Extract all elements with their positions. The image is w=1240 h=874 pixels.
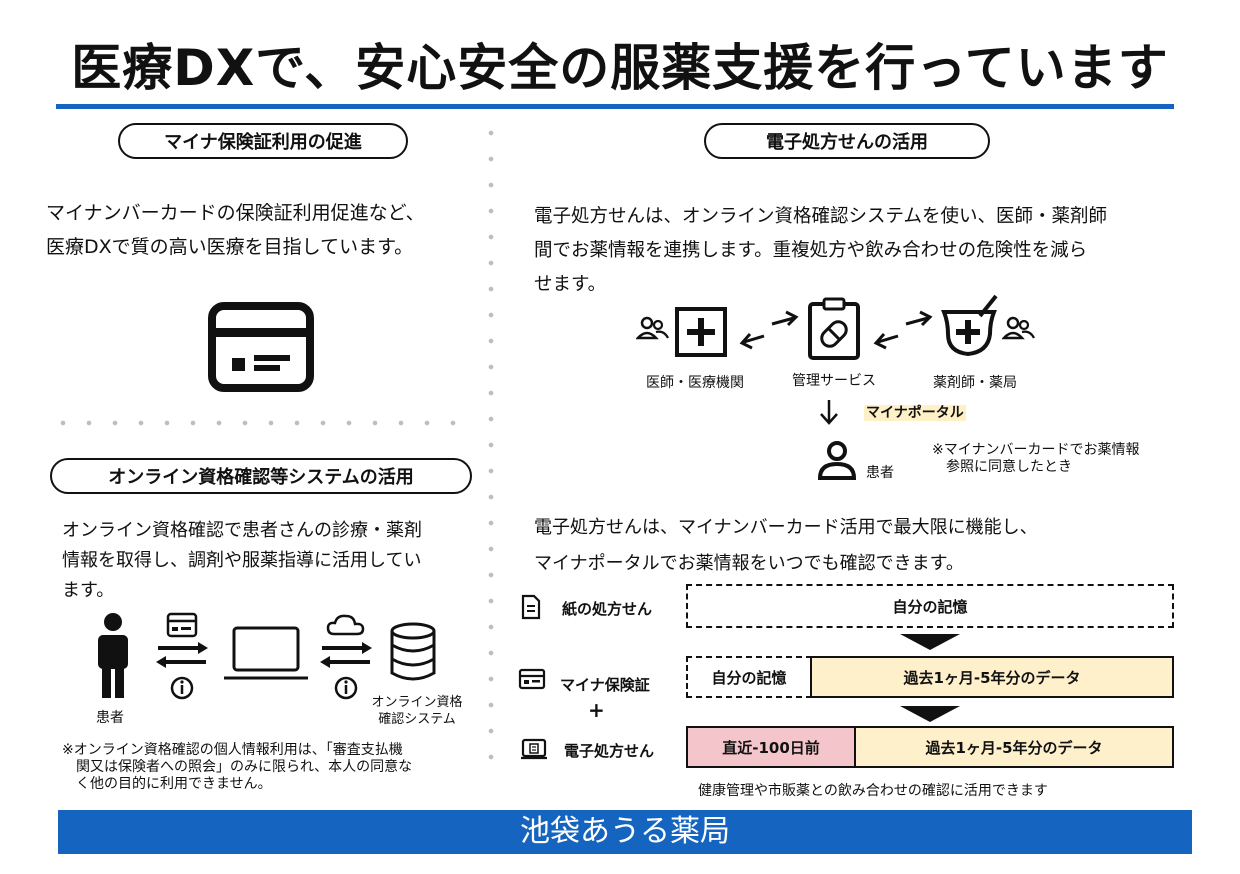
eprescription-intro: 電子処方せんは、オンライン資格確認システムを使い、医師・薬剤師 間でお薬情報を連…	[534, 206, 1107, 295]
medical-cross-icon	[674, 306, 728, 358]
eprescription-label: 電子処方せん	[564, 742, 655, 760]
mynacard-label: マイナ保険証	[560, 676, 650, 694]
patient-label-right: 患者	[866, 465, 894, 481]
horizontal-divider	[50, 420, 470, 426]
card-exchange-icon	[154, 612, 210, 704]
memory-box-paper: 自分の記憶	[686, 584, 1174, 628]
system-label: オンライン資格 確認システム	[371, 695, 463, 727]
section-text-online-qualification: オンライン資格確認で患者さんの診療・薬剤 情報を取得し、調剤や服薬指導に活用して…	[62, 520, 422, 601]
data-box-mynacard: 過去1ヶ月-5年分のデータ	[810, 656, 1174, 698]
exchange-arrows-icon-2	[872, 306, 934, 352]
tablet-document-icon	[520, 738, 548, 760]
cloud-exchange-icon	[318, 612, 374, 704]
memory-box-mynacard: 自分の記憶	[686, 656, 812, 698]
doctor-label: 医師・医療機関	[646, 375, 744, 391]
section-title-online-qualification: オンライン資格確認等システムの活用	[50, 458, 472, 494]
recent-box: 直近-100日前	[686, 726, 856, 768]
laptop-icon	[224, 624, 308, 684]
id-card-icon	[518, 668, 546, 690]
users-icon-doctor	[636, 316, 670, 342]
clipboard-pill-icon	[806, 296, 862, 362]
users-icon-pharmacy	[1002, 316, 1036, 342]
section-title-eprescription: 電子処方せんの活用	[704, 123, 990, 159]
title-underline	[56, 104, 1174, 109]
down-triangle-2	[900, 706, 960, 722]
card-icon	[208, 302, 314, 392]
service-label: 管理サービス	[792, 373, 876, 389]
patient-label-left: 患者	[96, 710, 124, 726]
patient-icon	[816, 440, 858, 482]
down-triangle-1	[900, 634, 960, 650]
exchange-arrows-icon	[738, 306, 800, 352]
section-text-mynacard: マイナンバーカードの保険証利用促進など、 医療DXで質の高い医療を目指しています…	[46, 202, 425, 258]
page-title: 医療DXで、安心安全の服薬支援を行っています	[71, 39, 1169, 97]
document-icon	[520, 594, 542, 620]
consent-note: ※マイナンバーカードでお薬情報 参照に同意したとき	[932, 442, 1140, 475]
privacy-note: ※オンライン資格確認の個人情報利用は、「審査支払機 関又は保険者への照会」のみに…	[62, 742, 413, 792]
data-box-eprescription: 過去1ヶ月-5年分のデータ	[854, 726, 1174, 768]
portal-label: マイナポータル	[864, 405, 966, 421]
vertical-divider	[488, 120, 494, 780]
bottom-note: 健康管理や市販薬との飲み合わせの確認に活用できます	[698, 783, 1048, 799]
plus-sign: +	[588, 698, 605, 722]
database-icon	[388, 622, 438, 684]
person-icon	[94, 612, 132, 700]
paper-prescription-label: 紙の処方せん	[562, 600, 653, 618]
eprescription-summary: 電子処方せんは、マイナンバーカード活用で最大限に機能し、 マイナポータルでお薬情…	[534, 517, 1038, 574]
down-arrow-icon	[818, 398, 840, 426]
pharmacy-name-banner: 池袋あうる薬局	[58, 810, 1192, 854]
section-title-mynacard: マイナ保険証利用の促進	[118, 123, 408, 159]
pharmacy-mortar-icon	[940, 294, 1000, 360]
pharmacy-label: 薬剤師・薬局	[933, 375, 1017, 391]
